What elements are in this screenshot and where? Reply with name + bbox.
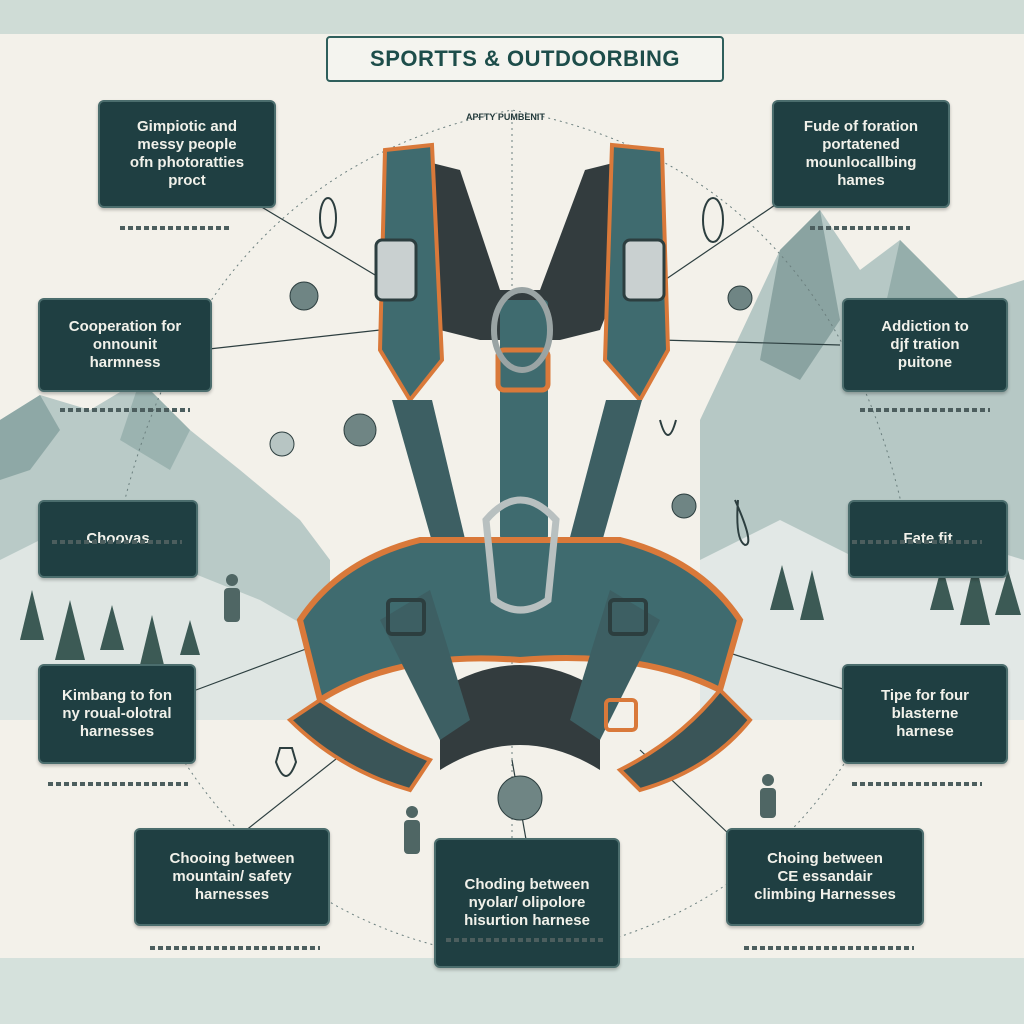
card-mid-left-1-text: Cooperation for onnounit harmness (68, 318, 182, 371)
micro-caption (860, 408, 990, 412)
belay-device-icon (269, 281, 753, 821)
card-mid-left-1: Cooperation for onnounit harmness (38, 298, 212, 392)
card-bottom-left: Chooing between mountain/ safety harness… (134, 828, 330, 926)
card-bottom-right: Choing between CE essandair climbing Har… (726, 828, 924, 926)
card-bottom-right-text: Choing between CE essandair climbing Har… (754, 850, 896, 903)
card-mid-right-1: Addiction to djf tration puitone (842, 298, 1008, 392)
pine-tree-icon (20, 560, 1021, 665)
card-top-right: Fude of foration portatened mounlocallbi… (772, 100, 950, 208)
card-lower-left-text: Kimbang to fon ny roual-olotral harnesse… (62, 687, 172, 740)
card-lower-left: Kimbang to fon ny roual-olotral harnesse… (38, 664, 196, 764)
card-lower-right: Tipe for four blasterne harnese (842, 664, 1008, 764)
micro-caption (852, 540, 982, 544)
top-band (0, 0, 1024, 34)
micro-caption (60, 408, 190, 412)
card-bottom-center-text: Choding between nyolar/ olipolore hisurt… (464, 876, 590, 929)
card-mid-right-2-text: Fate fit (903, 530, 953, 547)
card-bottom-center: Choding between nyolar/ olipolore hisurt… (434, 838, 620, 968)
card-top-left: Gimpiotic and messy people ofn photoratt… (98, 100, 276, 208)
micro-caption (120, 226, 230, 230)
climber-figure-icon (224, 574, 776, 854)
carabiner-icon (274, 197, 750, 777)
micro-caption (810, 226, 910, 230)
card-mid-left-2: Choovas (38, 500, 198, 578)
card-top-right-text: Fude of foration portatened mounlocallbi… (803, 118, 919, 189)
card-mid-right-2: Fate fit (848, 500, 1008, 578)
card-mid-right-1-text: Addiction to djf tration puitone (881, 318, 969, 371)
harness-illustration (286, 142, 753, 793)
bottom-band (0, 958, 1024, 1024)
micro-caption (150, 946, 320, 950)
micro-caption (852, 782, 982, 786)
harness-subtitle: APFTY PUMBENIT (466, 112, 545, 122)
card-lower-right-text: Tipe for four blasterne harnese (880, 687, 970, 740)
micro-caption (48, 782, 188, 786)
page-title: SPORTTS & OUTDOORBING (370, 46, 680, 71)
card-mid-left-2-text: Choovas (86, 530, 150, 547)
micro-caption (52, 540, 182, 544)
title-banner: SPORTTS & OUTDOORBING (326, 36, 724, 82)
card-top-left-text: Gimpiotic and messy people ofn photoratt… (129, 118, 245, 189)
card-bottom-left-text: Chooing between mountain/ safety harness… (169, 850, 295, 903)
micro-caption (446, 938, 606, 942)
micro-caption (744, 946, 914, 950)
